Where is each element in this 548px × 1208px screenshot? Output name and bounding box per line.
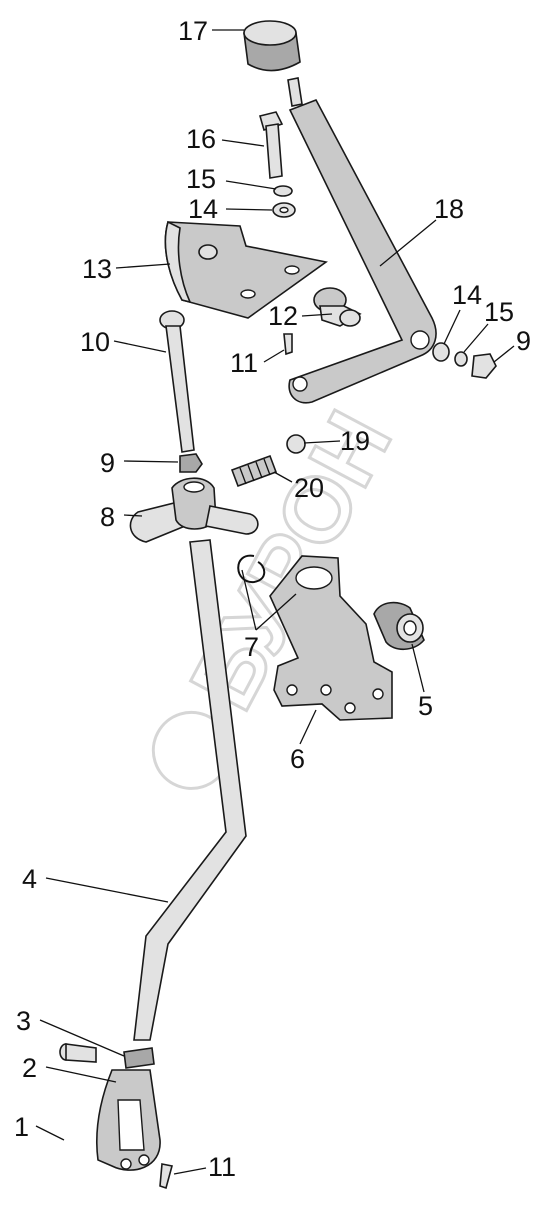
link-rod-icon bbox=[159, 310, 195, 453]
lever-knob-icon bbox=[243, 20, 301, 72]
retaining-ring-icon bbox=[237, 554, 266, 584]
callout-6: 6 bbox=[290, 744, 305, 774]
callout-14-right: 14 bbox=[452, 280, 482, 310]
nut-icon bbox=[471, 353, 497, 379]
ball-icon bbox=[286, 434, 306, 454]
callout-18: 18 bbox=[434, 194, 464, 224]
rubber-bushing-icon bbox=[373, 601, 425, 651]
lock-nut-icon bbox=[123, 1047, 155, 1069]
callout-19: 19 bbox=[340, 426, 370, 456]
callout-11-upper: 11 bbox=[230, 348, 258, 378]
flat-washer-icon bbox=[432, 342, 450, 362]
gear-lever-icon bbox=[287, 77, 437, 404]
callout-15-right: 15 bbox=[484, 297, 514, 327]
callout-16: 16 bbox=[186, 124, 216, 154]
callout-12: 12 bbox=[268, 301, 298, 331]
ball-joint-housing-icon bbox=[129, 477, 259, 543]
flat-washer-icon bbox=[272, 202, 296, 218]
spring-icon bbox=[230, 454, 278, 488]
callout-labels: 17 16 15 14 13 18 12 11 14 15 9 10 9 19 … bbox=[14, 16, 531, 1182]
callout-17: 17 bbox=[178, 16, 208, 46]
callout-10: 10 bbox=[80, 327, 110, 357]
callout-8: 8 bbox=[100, 502, 115, 532]
nut-icon bbox=[179, 453, 203, 473]
callout-9-right: 9 bbox=[516, 326, 531, 356]
callout-20: 20 bbox=[294, 473, 324, 503]
cotter-pin-icon bbox=[159, 1163, 173, 1190]
callout-13: 13 bbox=[82, 254, 112, 284]
callout-11-lower: 11 bbox=[208, 1152, 236, 1182]
spring-washer-icon bbox=[273, 185, 293, 197]
callout-5: 5 bbox=[418, 691, 433, 721]
callout-7: 7 bbox=[244, 632, 259, 662]
callout-15: 15 bbox=[186, 164, 216, 194]
spring-washer-icon bbox=[454, 351, 468, 367]
shift-rod-icon bbox=[133, 539, 247, 1041]
callout-9-middle: 9 bbox=[100, 448, 115, 478]
bracket-plate-icon bbox=[164, 220, 328, 319]
cotter-pin-icon bbox=[283, 333, 293, 356]
mounting-bracket-icon bbox=[269, 555, 393, 721]
callout-1: 1 bbox=[14, 1112, 29, 1142]
callout-4: 4 bbox=[22, 864, 37, 894]
callout-3: 3 bbox=[16, 1006, 31, 1036]
leader-lines bbox=[35, 29, 515, 1175]
clevis-fork-icon bbox=[95, 1069, 161, 1171]
clevis-pin-icon bbox=[59, 1043, 97, 1063]
bolt-icon bbox=[259, 111, 284, 179]
callout-14: 14 bbox=[188, 194, 218, 224]
callout-2: 2 bbox=[22, 1053, 37, 1083]
sleeve-bushing-icon bbox=[313, 287, 362, 327]
